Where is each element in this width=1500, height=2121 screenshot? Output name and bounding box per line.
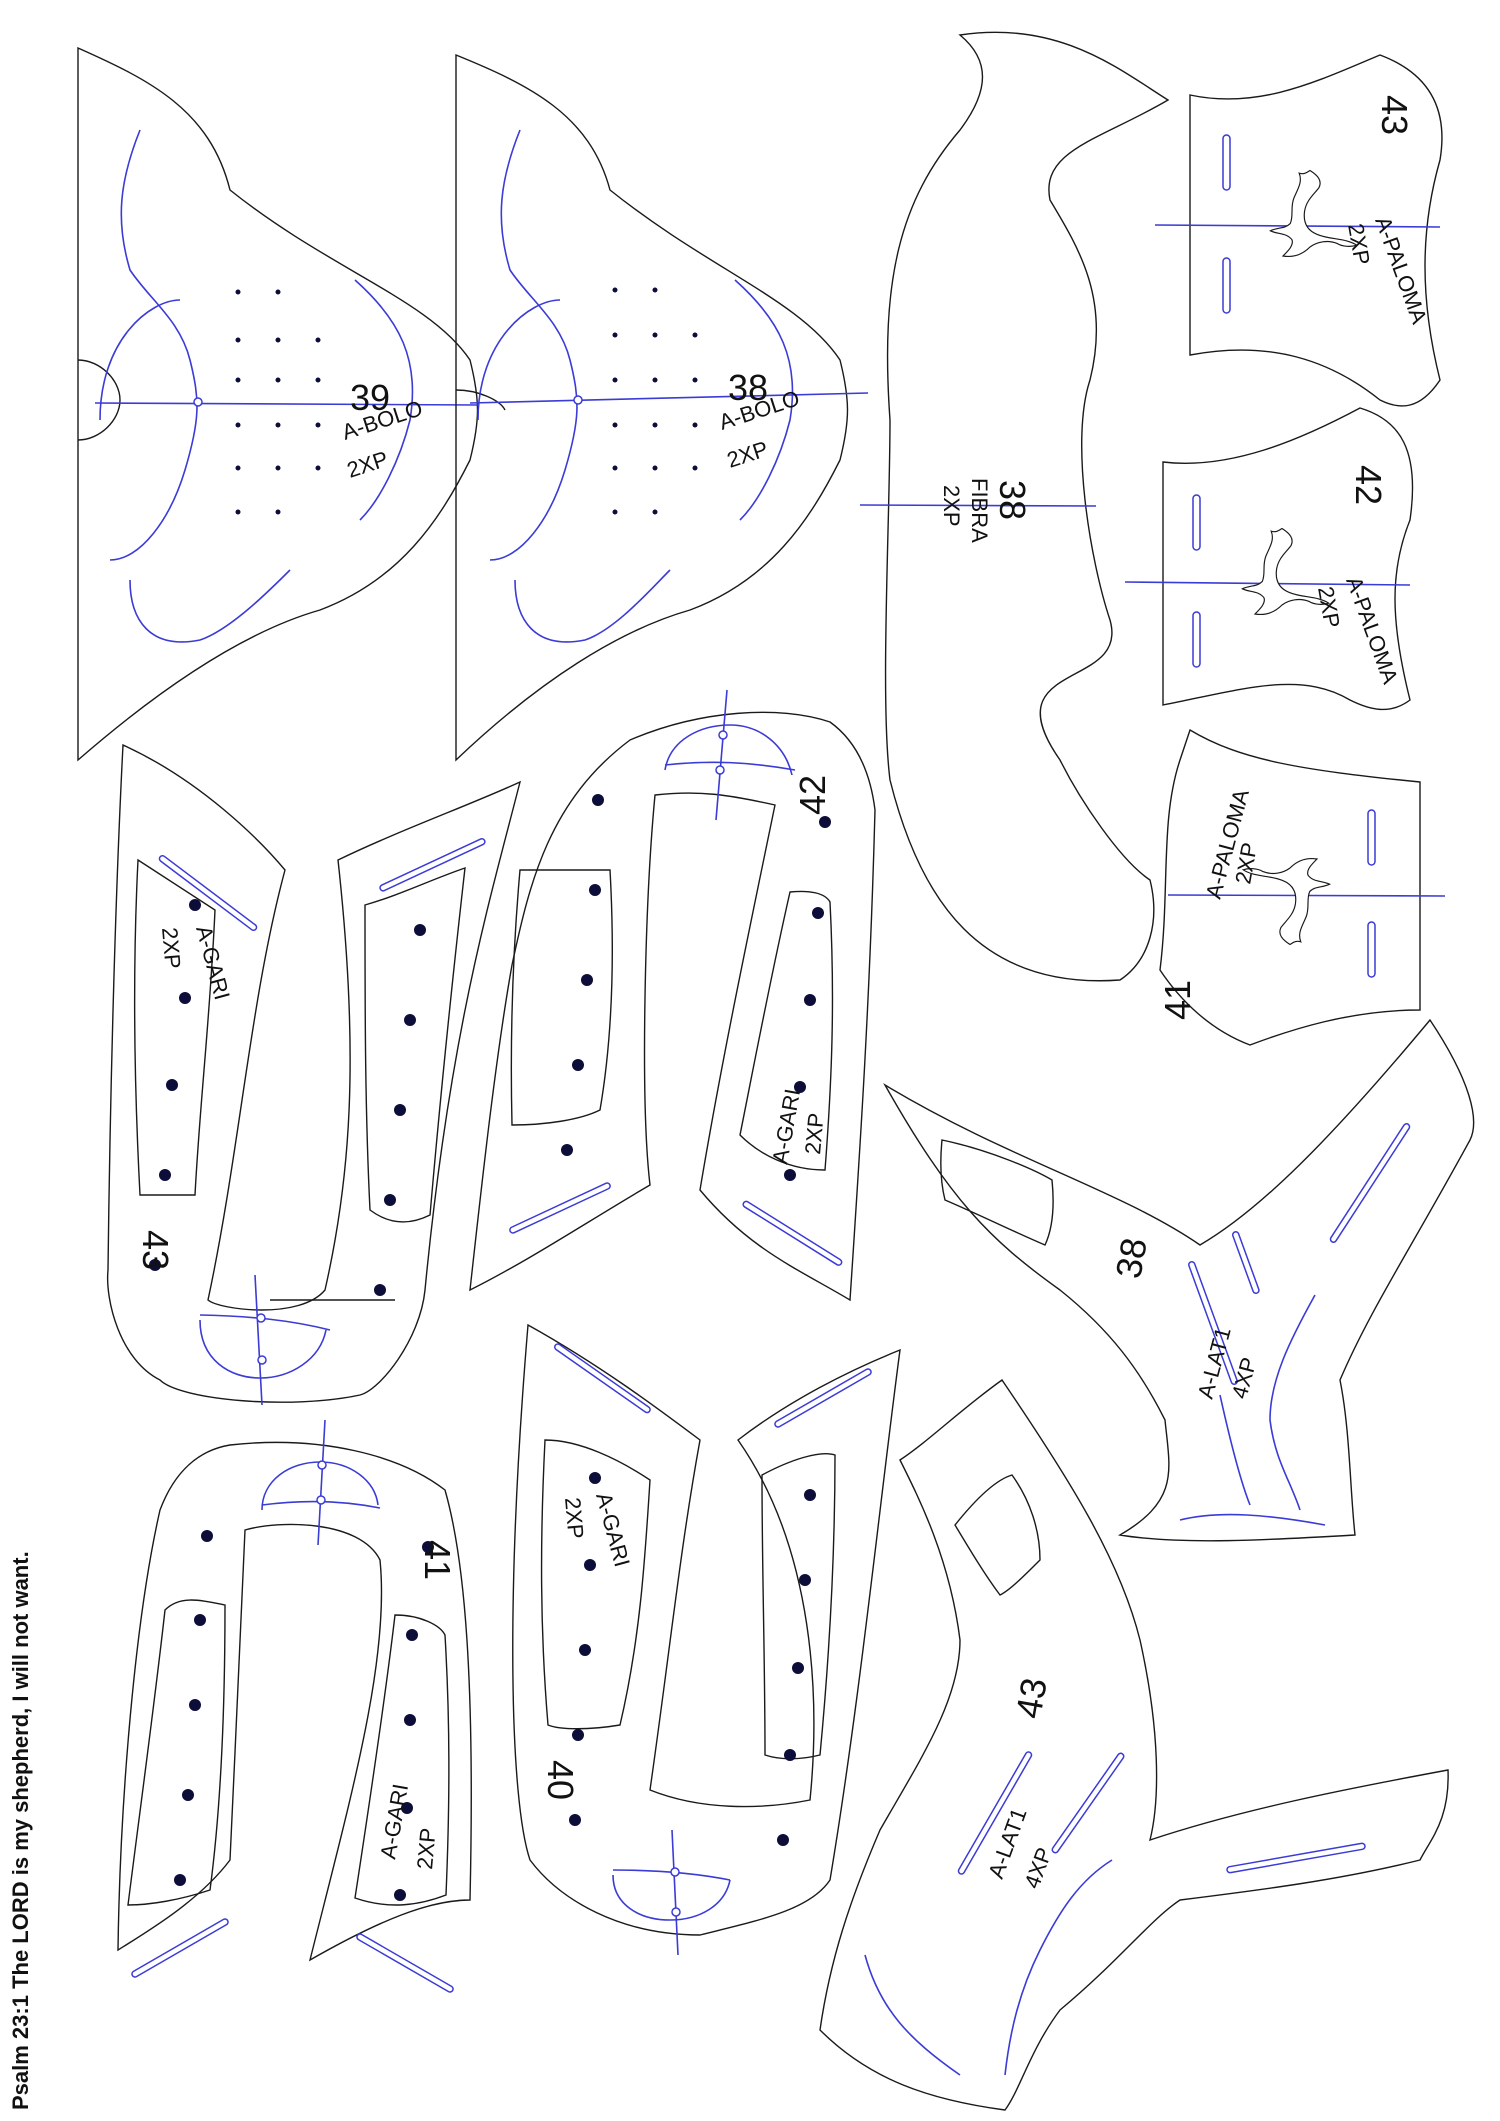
size-number: 42 <box>1348 465 1389 505</box>
piece-name: A-GARI <box>191 923 235 1003</box>
piece-paloma-42: 42 A-PALOMA 2XP <box>1124 407 1414 711</box>
piece-gari-41: 41 A-GARI 2XP <box>117 1419 472 1993</box>
size-number: 41 <box>417 1540 458 1580</box>
piece-qty: 2XP <box>344 446 391 483</box>
size-number: 42 <box>792 775 833 815</box>
size-number: 41 <box>1157 980 1198 1020</box>
piece-fibra-38: 38 FIBRA 2XP <box>859 31 1170 982</box>
piece-lat1-43: 43 A-LAT1 4XP <box>819 1379 1449 2111</box>
piece-name: A-GARI <box>591 1490 635 1570</box>
piece-bolo-38: 38 A-BOLO 2XP <box>455 53 869 762</box>
piece-qty: 2XP <box>939 485 964 527</box>
perforation-dots <box>235 289 321 515</box>
piece-qty: 2XP <box>724 436 771 473</box>
size-number: 43 <box>1008 1675 1055 1722</box>
piece-bolo-39: 39 A-BOLO 2XP <box>77 46 479 762</box>
piece-qty: 2XP <box>800 1112 829 1156</box>
size-number: 38 <box>1108 1235 1155 1282</box>
piece-qty: 2XP <box>1343 222 1375 267</box>
size-number: 43 <box>1374 95 1415 135</box>
piece-qty: 2XP <box>1313 585 1345 630</box>
piece-paloma-41: 41 A-PALOMA 2XP <box>1157 728 1446 1046</box>
perforation-dots <box>612 287 698 515</box>
piece-qty: 2XP <box>157 926 186 970</box>
size-number: 38 <box>992 480 1033 520</box>
piece-lat1-38: 38 A-LAT1 4XP <box>883 1018 1475 1542</box>
piece-gari-40: 40 A-GARI 2XP <box>512 1323 901 1956</box>
piece-name: A-PALOMA <box>1370 213 1432 327</box>
piece-name: A-GARI <box>375 1782 413 1861</box>
verse-text: Psalm 23:1 The LORD is my shepherd, I wi… <box>8 1551 33 2110</box>
size-number: 38 <box>728 367 768 408</box>
size-number: 43 <box>135 1230 176 1270</box>
piece-qty: 2XP <box>412 1827 441 1871</box>
piece-qty: 4XP <box>1227 1355 1262 1402</box>
piece-name: A-PALOMA <box>1341 573 1403 687</box>
piece-qty: 4XP <box>1019 1844 1057 1892</box>
puma-logo-icon <box>1269 169 1358 258</box>
piece-gari-42: 42 A-GARI 2XP <box>469 689 876 1302</box>
piece-name: FIBRA <box>967 478 992 543</box>
size-number: 39 <box>350 377 390 418</box>
piece-qty: 2XP <box>560 1496 589 1540</box>
size-number: 40 <box>540 1760 581 1800</box>
piece-gari-43: 43 A-GARI 2XP <box>106 743 522 1406</box>
piece-paloma-43: 43 A-PALOMA 2XP <box>1154 54 1443 407</box>
